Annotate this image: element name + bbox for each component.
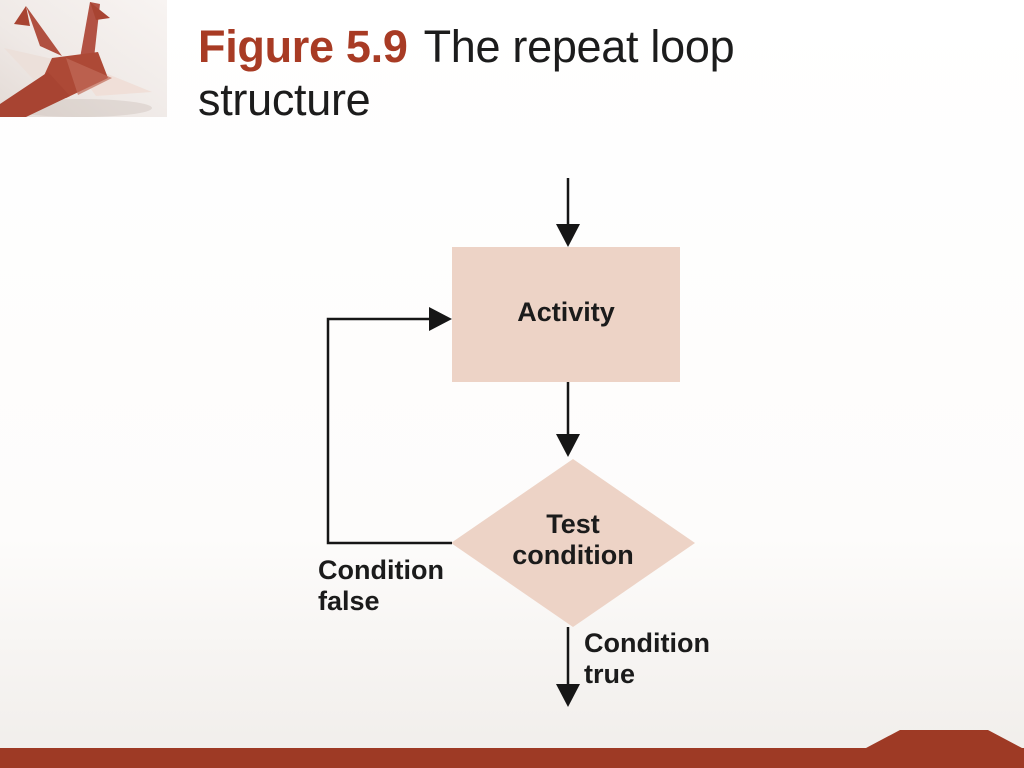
figure-number-label: Figure 5.9 [198,21,408,72]
footer-bar [0,730,1024,768]
crane-tail [26,6,62,56]
activity-box [452,247,680,382]
condition-true-label: Condition true [584,628,710,690]
test-condition-line2: condition [512,540,634,570]
crane-left-pale-wing [4,48,66,80]
condition-false-line2: false [318,586,380,616]
crane-tail-tip [14,6,30,26]
activity-label: Activity [517,297,615,327]
crane-beak [90,2,110,20]
condition-true-line1: Condition [584,628,710,658]
condition-true-line2: true [584,659,636,689]
activity-to-test-arrowhead-icon [556,434,580,457]
condition-false-line1: Condition [318,555,444,585]
crane-wing-fold [66,58,112,95]
exit-arrowhead-icon [556,684,580,707]
crane-body-fold [0,72,70,117]
entry-arrowhead-icon [556,224,580,247]
origami-crane-image [0,0,167,117]
test-condition-line1: Test [546,509,600,539]
test-condition-label: Test condition [473,509,673,571]
condition-false-label: Condition false [318,555,444,617]
figure-title-text: The repeat loop structure [198,21,735,125]
loopback-line [326,317,452,545]
loopback-arrowhead-icon [429,307,452,331]
crane-graphic [0,0,167,117]
test-condition-diamond [451,459,695,627]
